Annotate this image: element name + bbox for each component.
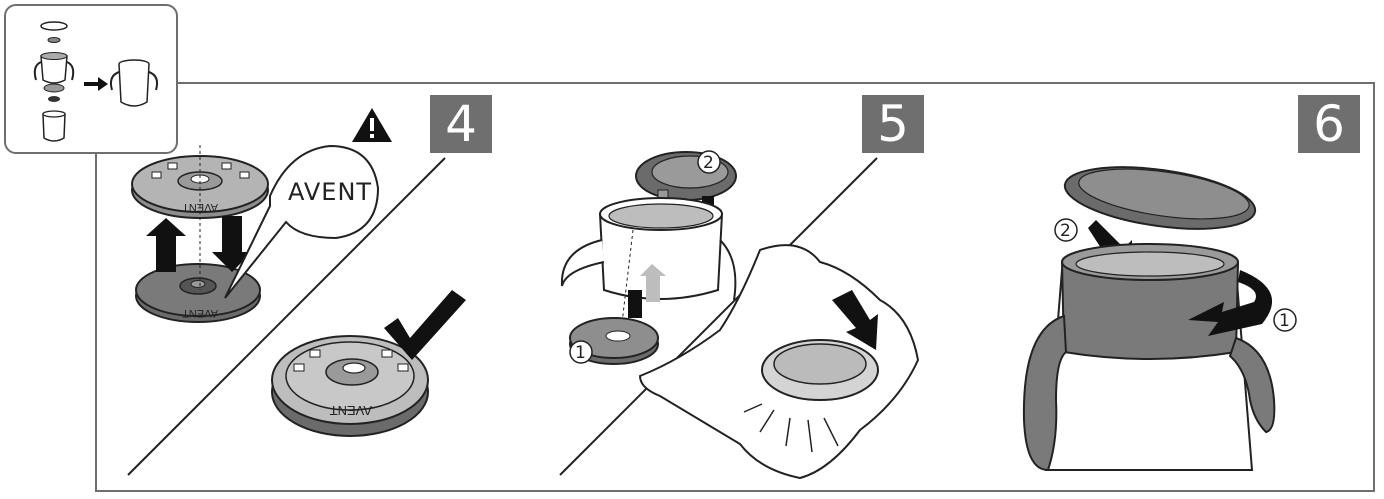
step6-callout-2: 2 xyxy=(1060,221,1071,241)
step-4-badge: 4 xyxy=(430,95,492,153)
step6-callout-1: 1 xyxy=(1279,311,1290,331)
brand-logo-text: AVENT xyxy=(288,178,372,206)
step-6-badge: 6 xyxy=(1298,95,1360,153)
overview-collar xyxy=(41,56,67,83)
overview-cup xyxy=(43,114,65,141)
assembly-overview-illustration xyxy=(6,6,176,152)
overview-lid xyxy=(41,22,67,30)
overview-arrow-icon xyxy=(84,77,108,91)
step-5-badge: 5 xyxy=(862,95,924,153)
up-arrow-icon xyxy=(146,218,186,272)
step-5-illustration: 2 1 xyxy=(562,151,918,478)
step5-callout-1: 1 xyxy=(575,343,586,363)
overview-valve xyxy=(48,38,60,43)
assembled-disc-brand-text: AVENT xyxy=(330,403,372,418)
step-6-illustration: 2 1 xyxy=(1024,157,1296,470)
warning-triangle-icon xyxy=(352,108,392,142)
step-4-illustration: AVENT AVENT AVENT xyxy=(132,108,466,436)
lower-disc-brand-text: AVENT xyxy=(182,307,218,319)
overview-disc xyxy=(44,84,64,92)
step5-callout-2: 2 xyxy=(703,153,714,173)
overview-inset xyxy=(4,4,178,154)
